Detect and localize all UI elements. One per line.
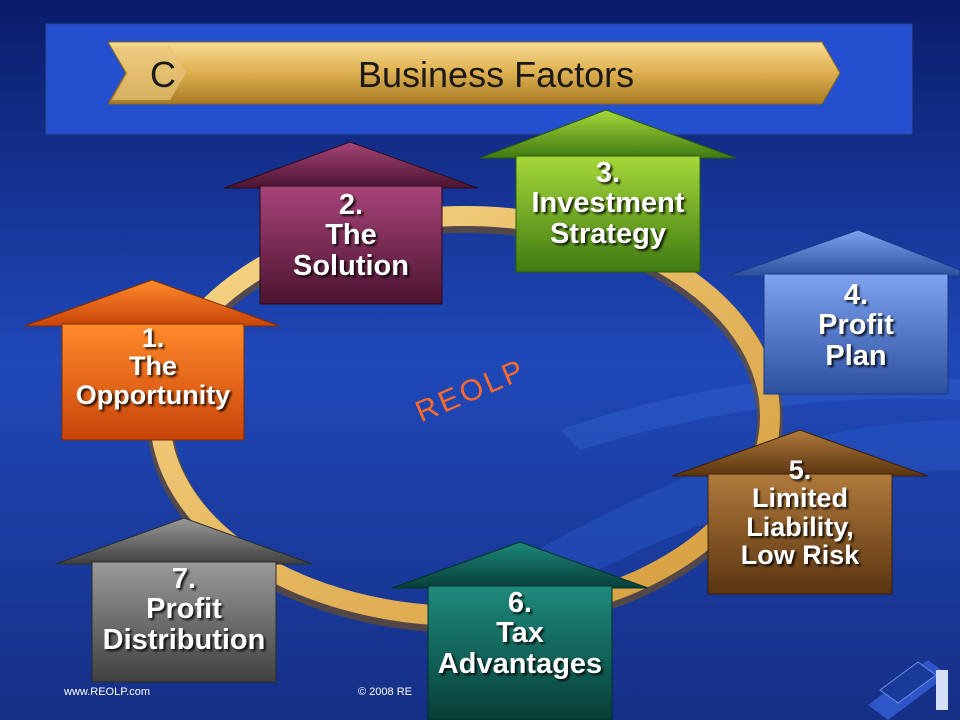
footer-url[interactable]: www.REOLP.com xyxy=(64,686,150,698)
step-3-line1: Investment xyxy=(531,187,685,220)
step-7-label: 7. Profit Distribution xyxy=(92,563,276,656)
step-6-house[interactable] xyxy=(391,541,649,720)
step-5-house[interactable] xyxy=(671,429,929,595)
step-5-line3: Low Risk xyxy=(740,540,860,571)
step-3-line2: Strategy xyxy=(549,217,667,250)
step-4-line2: Plan xyxy=(825,339,887,372)
step-7-number: 7. xyxy=(171,563,197,595)
step-6-number: 6. xyxy=(507,587,533,619)
step-6-line1: Tax xyxy=(496,617,544,650)
footer-copyright: © 2008 RE xyxy=(358,686,412,698)
step-5-number: 5. xyxy=(788,455,812,485)
slide-title: Business Factors xyxy=(358,54,635,95)
step-6-label: 6. Tax Advantages xyxy=(428,587,612,680)
step-1-house[interactable] xyxy=(23,279,281,441)
step-6-line2: Advantages xyxy=(437,647,603,680)
title-letter: C xyxy=(150,54,176,95)
step-3-house[interactable] xyxy=(479,109,737,273)
step-2-label: 2. The Solution xyxy=(260,189,442,282)
step-4-house[interactable] xyxy=(727,229,960,395)
step-2-number: 2. xyxy=(338,189,364,221)
step-1-number: 1. xyxy=(141,323,165,353)
step-2-house[interactable] xyxy=(223,141,479,305)
step-1-line2: Opportunity xyxy=(75,379,231,410)
step-2-line1: The xyxy=(325,219,377,252)
step-4-line1: Profit xyxy=(818,309,894,342)
step-5-line1: Limited xyxy=(751,483,848,514)
step-1-label: 1. The Opportunity xyxy=(62,324,244,409)
step-7-house[interactable] xyxy=(55,517,313,683)
step-3-label: 3. Investment Strategy xyxy=(516,157,700,250)
step-7-line1: Profit xyxy=(146,593,222,626)
step-3-number: 3. xyxy=(595,157,621,189)
step-5-label: 5. Limited Liability, Low Risk xyxy=(708,455,892,571)
step-2-line2: Solution xyxy=(293,249,409,282)
step-1-line1: The xyxy=(128,351,177,382)
step-5-line2: Liability, xyxy=(746,511,854,542)
step-7-line2: Distribution xyxy=(102,623,266,656)
step-4-number: 4. xyxy=(843,279,869,311)
step-4-label: 4. Profit Plan xyxy=(764,279,948,372)
